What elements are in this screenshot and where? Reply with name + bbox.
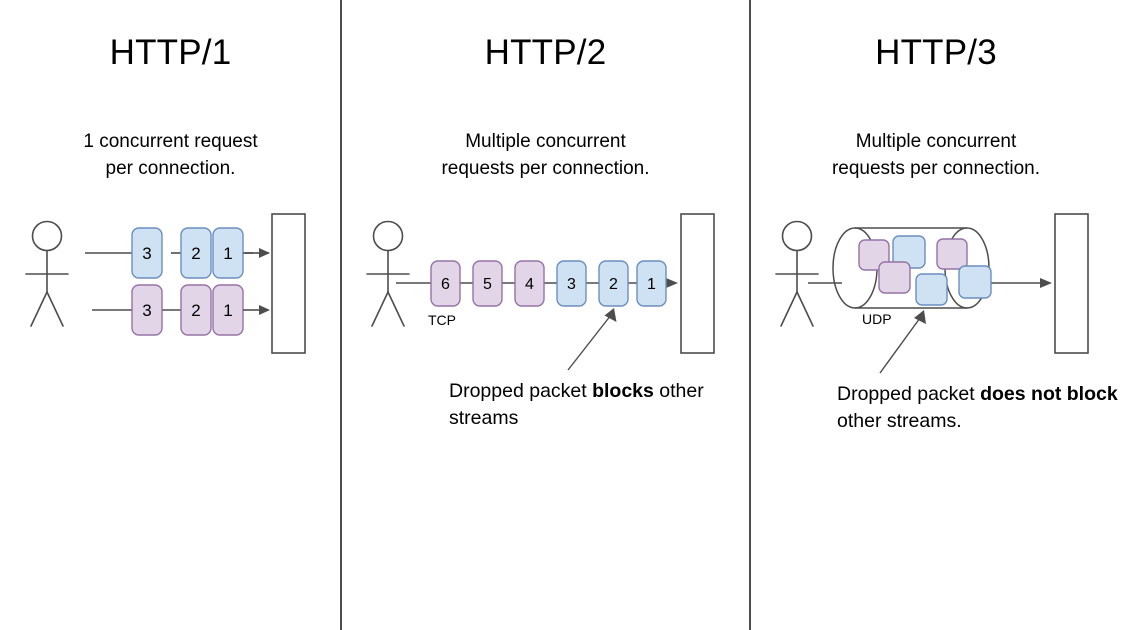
packet-6: 6 (430, 260, 461, 307)
callout-arrow-blocks (567, 308, 617, 371)
packet-d (915, 273, 948, 306)
panel-http1-graphic: 3 2 1 (0, 0, 341, 630)
arrow-head-blue (243, 248, 270, 258)
server-bar-icon (1054, 213, 1089, 354)
svg-text:2: 2 (191, 301, 200, 320)
panel-http2-subtitle-line-2: requests per connection. (441, 158, 650, 179)
packet-purple-1: 1 (212, 284, 244, 336)
note-http3: Dropped packet does not block other stre… (837, 381, 1122, 435)
panel-http2-subtitle: Multiple concurrent requests per connect… (341, 128, 750, 182)
packet-1: 1 (636, 260, 667, 307)
note-http3-seg-2: does (980, 383, 1026, 405)
note-http3-seg-5: other streams. (837, 410, 962, 432)
packet-purple-2: 2 (180, 284, 212, 336)
svg-text:3: 3 (142, 301, 151, 320)
panel-divider-2 (749, 0, 751, 630)
note-http3-seg-4: not block (1031, 383, 1118, 405)
panel-http2-graphic: 6 5 4 3 2 (341, 0, 750, 630)
stick-figure-icon (775, 220, 819, 327)
server-bar-icon (680, 213, 715, 354)
panel-http3-subtitle-line-2: requests per connection. (831, 158, 1041, 179)
packet-blue-1: 1 (212, 227, 244, 279)
packet-e (936, 238, 968, 270)
svg-text:6: 6 (441, 276, 450, 293)
transport-label-tcp: TCP (428, 312, 456, 328)
note-http2: Dropped packet blocks other streams (449, 378, 750, 432)
note-http3-seg-1: Dropped packet (837, 383, 981, 405)
stick-figure-icon (366, 220, 410, 327)
panel-http2: HTTP/2 Multiple concurrent requests per … (341, 0, 750, 630)
note-http2-seg-1: Dropped packet (449, 380, 593, 402)
panel-http3-subtitle-line-1: Multiple concurrent (855, 131, 1017, 152)
panel-http1-subtitle-line-1: 1 concurrent request (83, 131, 258, 152)
note-http2-seg-3: other streams (449, 380, 704, 429)
panel-http1-title: HTTP/1 (109, 33, 232, 72)
stream-blue: 3 2 1 (85, 227, 270, 279)
svg-text:3: 3 (567, 276, 576, 293)
callout-arrow-not-blocks (879, 310, 926, 374)
server-bar-icon (271, 213, 306, 354)
transport-label-udp: UDP (862, 311, 892, 327)
panel-divider-1 (340, 0, 342, 630)
svg-text:5: 5 (483, 276, 492, 293)
arrow-head-udp (1040, 278, 1052, 288)
stream-purple: 3 2 1 (92, 284, 270, 336)
packet-5: 5 (472, 260, 503, 307)
panel-http3-subtitle: Multiple concurrent requests per connect… (750, 128, 1122, 182)
svg-text:2: 2 (191, 244, 200, 263)
packet-3: 3 (556, 260, 587, 307)
packet-purple-3: 3 (131, 284, 163, 336)
panel-http2-subtitle-line-1: Multiple concurrent (465, 131, 626, 152)
arrow-head-purple (243, 305, 270, 315)
panel-http1-subtitle: 1 concurrent request per connection. (0, 128, 341, 182)
svg-text:2: 2 (609, 276, 618, 293)
svg-text:3: 3 (142, 244, 151, 263)
packet-f (958, 265, 992, 299)
panel-http3-title: HTTP/3 (875, 33, 997, 72)
panel-http2-title: HTTP/2 (484, 33, 607, 72)
note-http2-seg-2: blocks (592, 380, 654, 402)
panel-http1-subtitle-line-2: per connection. (105, 158, 236, 179)
arrow-head-tcp (666, 278, 678, 288)
packet-4: 4 (514, 260, 545, 307)
panel-http3-graphic (750, 0, 1122, 630)
packet-2: 2 (598, 260, 629, 307)
packet-c (878, 261, 911, 294)
packet-blue-2: 2 (180, 227, 212, 279)
svg-text:1: 1 (223, 301, 232, 320)
svg-text:4: 4 (525, 276, 534, 293)
panel-http3: HTTP/3 Multiple concurrent requests per … (750, 0, 1122, 630)
stick-figure-icon (25, 220, 69, 327)
svg-text:1: 1 (223, 244, 232, 263)
svg-text:1: 1 (647, 276, 656, 293)
packet-blue-3: 3 (131, 227, 163, 279)
panel-http1: HTTP/1 1 concurrent request per connecti… (0, 0, 341, 630)
